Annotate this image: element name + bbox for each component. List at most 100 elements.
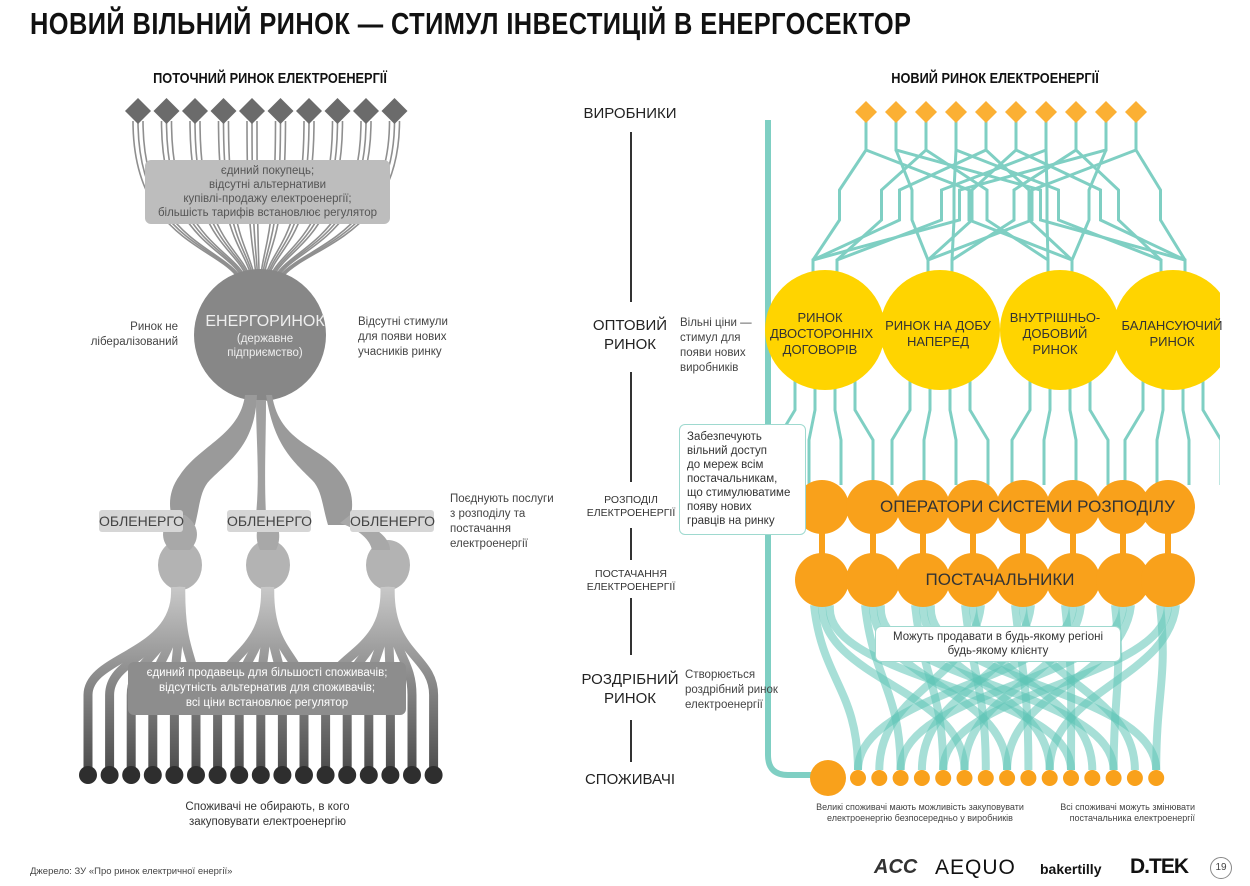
- dso-circle: [996, 480, 1050, 534]
- note-right-line-1: Відсутні стимули: [358, 316, 448, 328]
- oblenergo-label-2: ОБЛЕНЕРГО: [227, 510, 312, 532]
- consumer-ball: [208, 766, 227, 784]
- producer-diamond: [1095, 101, 1117, 123]
- all-consumers-note: Всі споживачі можуть змінювати постачаль…: [1035, 802, 1195, 824]
- seller-line-1: єдиний продавець для більшості споживачі…: [146, 667, 388, 679]
- consumer-ball: [251, 766, 270, 784]
- m3-l3: РИНОК: [1032, 342, 1078, 357]
- stage-retail: РОЗДРІБНИЙ РИНОК: [580, 670, 680, 708]
- producer-diamond: [296, 98, 322, 124]
- access-line-7: гравців на ринку: [687, 515, 775, 527]
- producer-diamond: [353, 98, 379, 124]
- oblenergo-label-3: ОБЛЕНЕРГО: [350, 510, 435, 532]
- access-line-4: постачальникам,: [687, 473, 778, 485]
- consumer-ball: [1041, 770, 1058, 786]
- energorynok-sub-2: підприємство): [227, 347, 303, 359]
- dso-circle: [946, 480, 1000, 534]
- supplier-circle: [1141, 553, 1195, 607]
- buyer-line-3: купівлі-продажу електроенергії;: [183, 193, 352, 205]
- consumer-ball: [892, 770, 909, 786]
- producer-diamond: [210, 98, 237, 124]
- dso-label: ОПЕРАТОРИ СИСТЕМИ РОЗПОДІЛУ: [880, 497, 1175, 516]
- new-market-diagram: [765, 101, 1220, 796]
- consumer-ball: [187, 766, 205, 784]
- wholesale-market-circle: [1113, 270, 1220, 390]
- m4-l2: РИНОК: [1149, 334, 1195, 349]
- producer-diamond: [381, 98, 408, 124]
- stage-retail-2: РИНОК: [603, 690, 657, 707]
- consumer-ball: [381, 766, 400, 784]
- stage-distribution: РОЗПОДІЛ ЕЛЕКТРОЕНЕРГІЇ: [585, 494, 677, 520]
- big-cons-line-1: Великі споживачі мають можливість закупо…: [816, 802, 1024, 812]
- consumer-ball: [1148, 770, 1165, 786]
- wholesale-market-circle: [880, 270, 1000, 390]
- supplier-circle: [896, 553, 950, 607]
- stage-supply-1: ПОСТАЧАННЯ: [595, 568, 667, 580]
- producer-diamond: [1005, 101, 1027, 123]
- access-line-1: Забезпечують: [687, 431, 762, 443]
- combine-services-note: Поєднують послуги з розподілу та постача…: [450, 492, 575, 552]
- big-consumer-ball: [810, 760, 846, 796]
- access-line-6: появу нових: [687, 501, 752, 513]
- dso-circle: [896, 480, 950, 534]
- seller-line-2: відсутність альтернатив для споживачів;: [158, 682, 376, 694]
- oblenergo-label-1: ОБЛЕНЕРГО: [99, 510, 184, 532]
- supplier-circle: [795, 553, 849, 607]
- supplier-circle: [846, 553, 900, 607]
- producer-diamond: [1125, 101, 1147, 123]
- dso-circle: [846, 480, 900, 534]
- stage-supply-2: ЕЛЕКТРОЕНЕРГІЇ: [586, 581, 676, 593]
- combine-line-2: з розподілу та: [450, 508, 526, 520]
- big-consumers-note: Великі споживачі мають можливість закупо…: [805, 802, 1035, 824]
- stage-consumers: СПОЖИВАЧІ: [584, 771, 676, 788]
- wholesale-note-1: Вільні ціни —: [680, 317, 752, 329]
- consumer-ball: [1063, 770, 1079, 786]
- stage-supply: ПОСТАЧАННЯ ЕЛЕКТРОЕНЕРГІЇ: [585, 568, 677, 594]
- consumer-ball: [850, 770, 866, 786]
- m2-l2: НАПЕРЕД: [906, 334, 970, 349]
- consumer-ball: [956, 770, 973, 786]
- access-line-3: до мереж всім: [687, 459, 764, 471]
- combine-line-4: електроенергії: [450, 538, 528, 550]
- right-heading: НОВИЙ РИНОК ЕЛЕКТРОЕНЕРГІЇ: [891, 70, 1099, 87]
- acc-logo: ACC: [874, 856, 918, 878]
- page-number: 19: [1210, 857, 1232, 879]
- consumer-ball: [273, 766, 292, 784]
- note-right-line-2: для появи нових: [358, 331, 447, 343]
- consumer-ball: [935, 770, 952, 786]
- current-market-diagram: [79, 98, 443, 784]
- producer-diamond: [239, 98, 265, 124]
- aequo-logo: AEQUO: [935, 856, 1016, 879]
- wholesale-note-2: стимул для: [680, 332, 741, 344]
- m2-l1: РИНОК НА ДОБУ: [885, 318, 991, 333]
- consumer-ball: [359, 766, 378, 784]
- market-day-ahead-label: РИНОК НА ДОБУ НАПЕРЕД: [885, 318, 991, 350]
- consumers-note-line-1: Споживачі не обирають, в кого: [185, 801, 350, 813]
- access-line-2: вільний доступ: [687, 445, 767, 457]
- consumer-ball: [316, 766, 335, 784]
- left-heading: ПОТОЧНИЙ РИНОК ЕЛЕКТРОЕНЕРГІЇ: [153, 70, 387, 87]
- note-right-line-3: учасників ринку: [358, 346, 442, 358]
- wholesale-market-circle: [1000, 270, 1120, 390]
- free-access-box: Забезпечують вільний доступ до мереж всі…: [679, 424, 806, 535]
- consumer-ball: [1105, 770, 1122, 786]
- combine-line-3: постачання: [450, 523, 511, 535]
- producer-diamond: [125, 98, 151, 124]
- supplier-circle: [1096, 553, 1150, 607]
- consumer-ball: [230, 766, 249, 784]
- consumer-ball: [424, 766, 443, 784]
- supplier-circle: [1046, 553, 1100, 607]
- producer-diamond: [945, 101, 967, 123]
- m3-l1: ВНУТРІШНЬО-: [1009, 310, 1101, 325]
- consumers-no-choice-note: Споживачі не обирають, в кого закуповува…: [150, 800, 385, 830]
- big-cons-line-2: електроенергію безпосередньо у виробникі…: [827, 813, 1013, 823]
- market-bilateral-label: РИНОК ДВОСТОРОННІХ ДОГОВОРІВ: [770, 310, 873, 358]
- producer-diamond: [915, 101, 937, 123]
- retail-line-3: електроенергії: [685, 699, 763, 711]
- producer-diamond: [324, 98, 351, 124]
- buyer-line-2: відсутні альтернативи: [208, 179, 327, 191]
- consumer-ball: [999, 770, 1016, 786]
- all-cons-line-1: Всі споживачі можуть змінювати: [1060, 802, 1195, 812]
- combine-line-1: Поєднують послуги: [450, 493, 554, 505]
- page-title: НОВИЙ ВІЛЬНИЙ РИНОК — СТИМУЛ ІНВЕСТИЦІЙ …: [30, 6, 912, 41]
